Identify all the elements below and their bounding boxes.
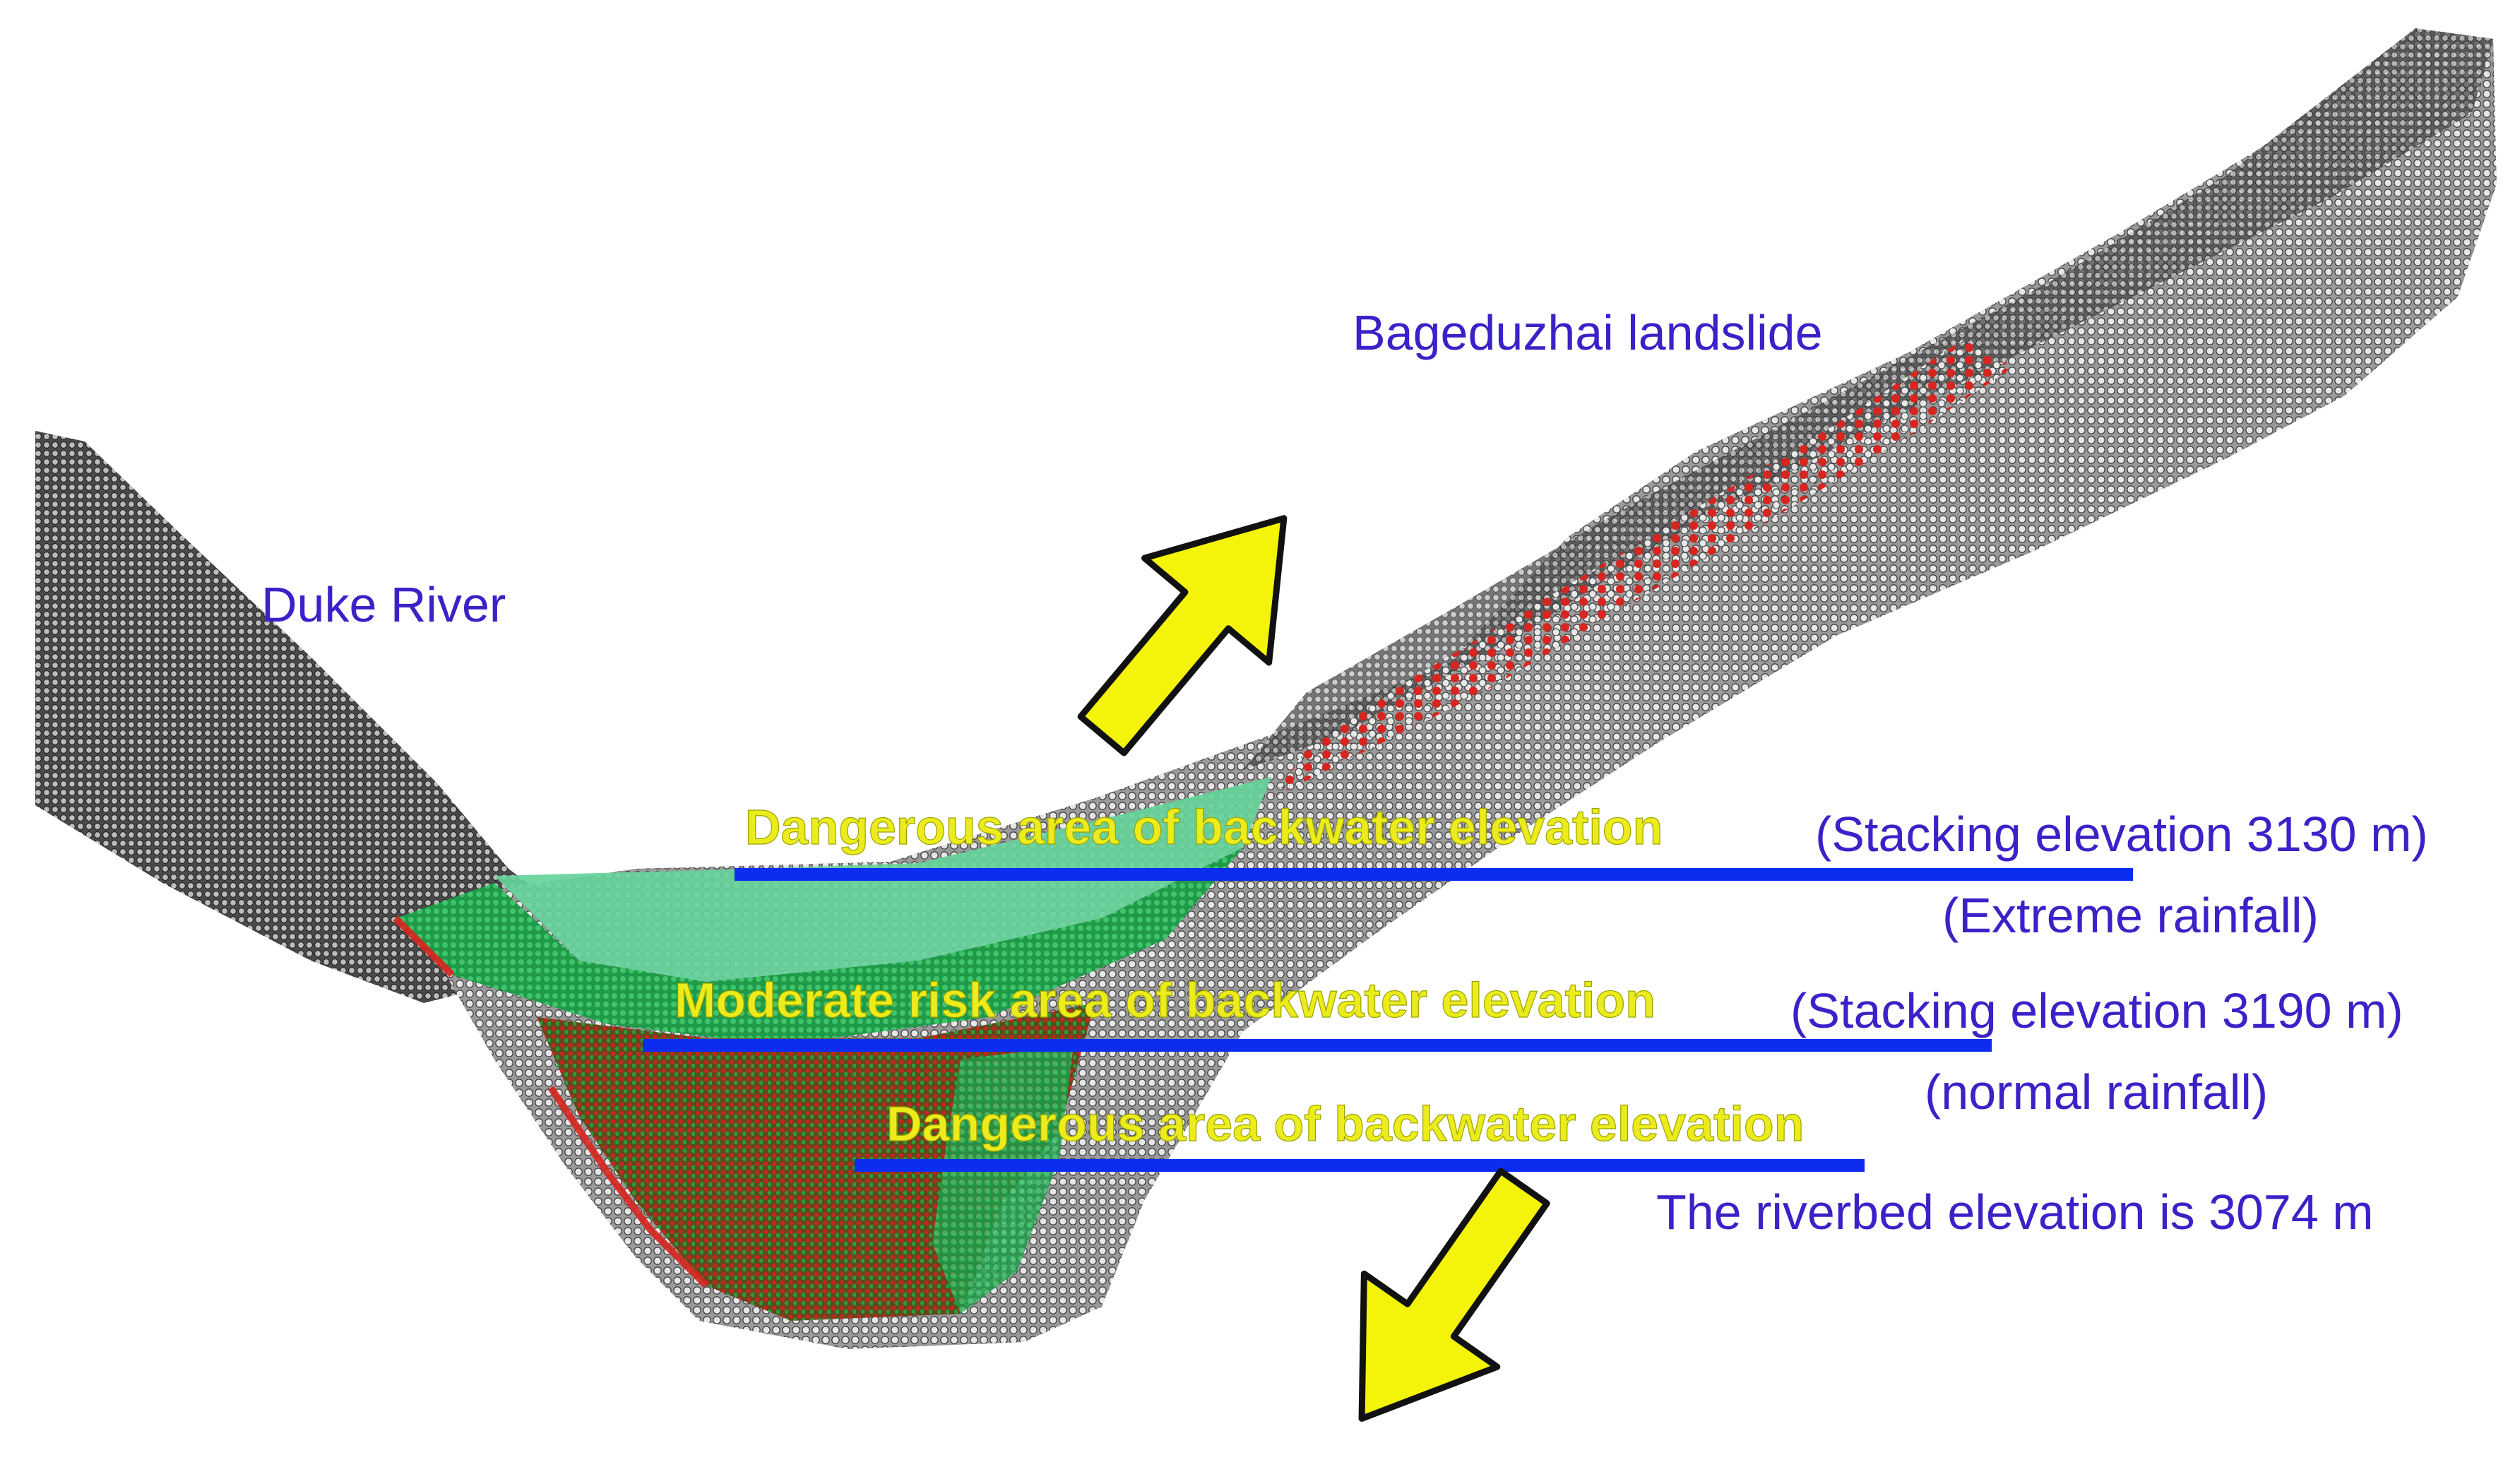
duke-river-label: Duke River <box>261 577 506 632</box>
zone-upper-label: Dangerous area of backwater elevation <box>745 800 1663 855</box>
landslide-particles <box>1271 339 2013 798</box>
zone-middle-label: Moderate risk area of backwater elevatio… <box>674 973 1656 1028</box>
riverbed-label: The riverbed elevation is 3074 m <box>1656 1185 2374 1240</box>
landslide-label: Bageduzhai landslide <box>1353 305 1823 360</box>
stacking-3190-label: (Stacking elevation 3190 m) <box>1790 983 2403 1038</box>
arrow-up-right-icon <box>1077 515 1288 756</box>
labels: Duke River Bageduzhai landslide Dangerou… <box>261 305 2428 1240</box>
elevation-lines <box>643 868 2133 1172</box>
deposit-edge-green <box>932 1045 1074 1314</box>
arrow-down-left-icon <box>1358 1168 1550 1422</box>
extreme-rainfall-label: (Extreme rainfall) <box>1942 888 2319 943</box>
left-ridge <box>35 431 565 1003</box>
backwater-middle-zone <box>396 848 1243 1045</box>
deposit-red-rim <box>393 915 709 1288</box>
stacking-3130-label: (Stacking elevation 3130 m) <box>1815 807 2428 862</box>
normal-rainfall-label: (normal rainfall) <box>1925 1064 2268 1120</box>
zone-lower-label: Dangerous area of backwater elevation <box>886 1096 1804 1151</box>
landslide-scar <box>1243 28 2493 770</box>
